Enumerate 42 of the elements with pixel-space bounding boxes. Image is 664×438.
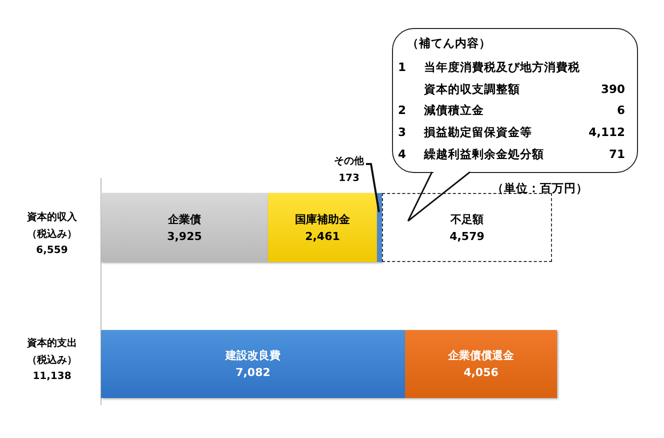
bar-segment <box>377 193 382 262</box>
callout-tail <box>407 171 471 222</box>
item-text: 繰越利益剰余金処分額 <box>424 147 544 162</box>
segment-value: 3,925 <box>167 228 202 244</box>
segment-label: その他 <box>334 154 364 169</box>
unit-label: （単位：百万円） <box>492 181 588 196</box>
item-text: 減債積立金 <box>424 103 484 118</box>
item-number: 3 <box>398 125 406 139</box>
segment-value: 7,082 <box>236 365 270 381</box>
item-number: 4 <box>398 147 406 161</box>
row-label: 資本的収入 <box>27 210 77 224</box>
row-total: 6,559 <box>36 245 68 256</box>
bar-segment <box>268 193 377 262</box>
row-label: （税込み） <box>27 228 77 241</box>
row-total: 11,138 <box>32 371 72 382</box>
item-text: 損益勘定留保資金等 <box>424 125 532 140</box>
row-label: 資本的支出 <box>27 336 77 350</box>
leader-line <box>366 163 380 212</box>
bar-segment <box>405 330 557 398</box>
row-label: （税込み） <box>27 354 77 367</box>
amount-value: 4,112 <box>588 125 625 139</box>
segment-label: 企業債償還金 <box>448 348 514 364</box>
segment-label: 国庫補助金 <box>295 212 350 228</box>
item-text: 資本的収支調整額 <box>424 82 520 97</box>
segment-label: 不足額 <box>450 212 484 228</box>
segment-label: 建設改良費 <box>226 348 280 364</box>
bar-segment <box>101 330 405 398</box>
bar-segment <box>101 193 268 262</box>
amount-value: 6 <box>616 103 625 117</box>
segment-value: 173 <box>338 172 360 186</box>
item-number: 1 <box>398 60 406 74</box>
item-number: 2 <box>398 103 406 117</box>
callout-bubble <box>392 28 638 173</box>
item-text: 当年度消費税及び地方消費税 <box>424 60 580 75</box>
segment-label: 企業債 <box>168 212 201 228</box>
amount-value: 71 <box>608 147 625 161</box>
segment-value: 2,461 <box>305 228 340 244</box>
segment-value: 4,579 <box>450 228 484 244</box>
amount-value: 390 <box>600 82 625 96</box>
segment-value: 4,056 <box>464 365 498 381</box>
bar-segment <box>382 193 552 262</box>
callout-heading: （補てん内容） <box>407 36 491 51</box>
